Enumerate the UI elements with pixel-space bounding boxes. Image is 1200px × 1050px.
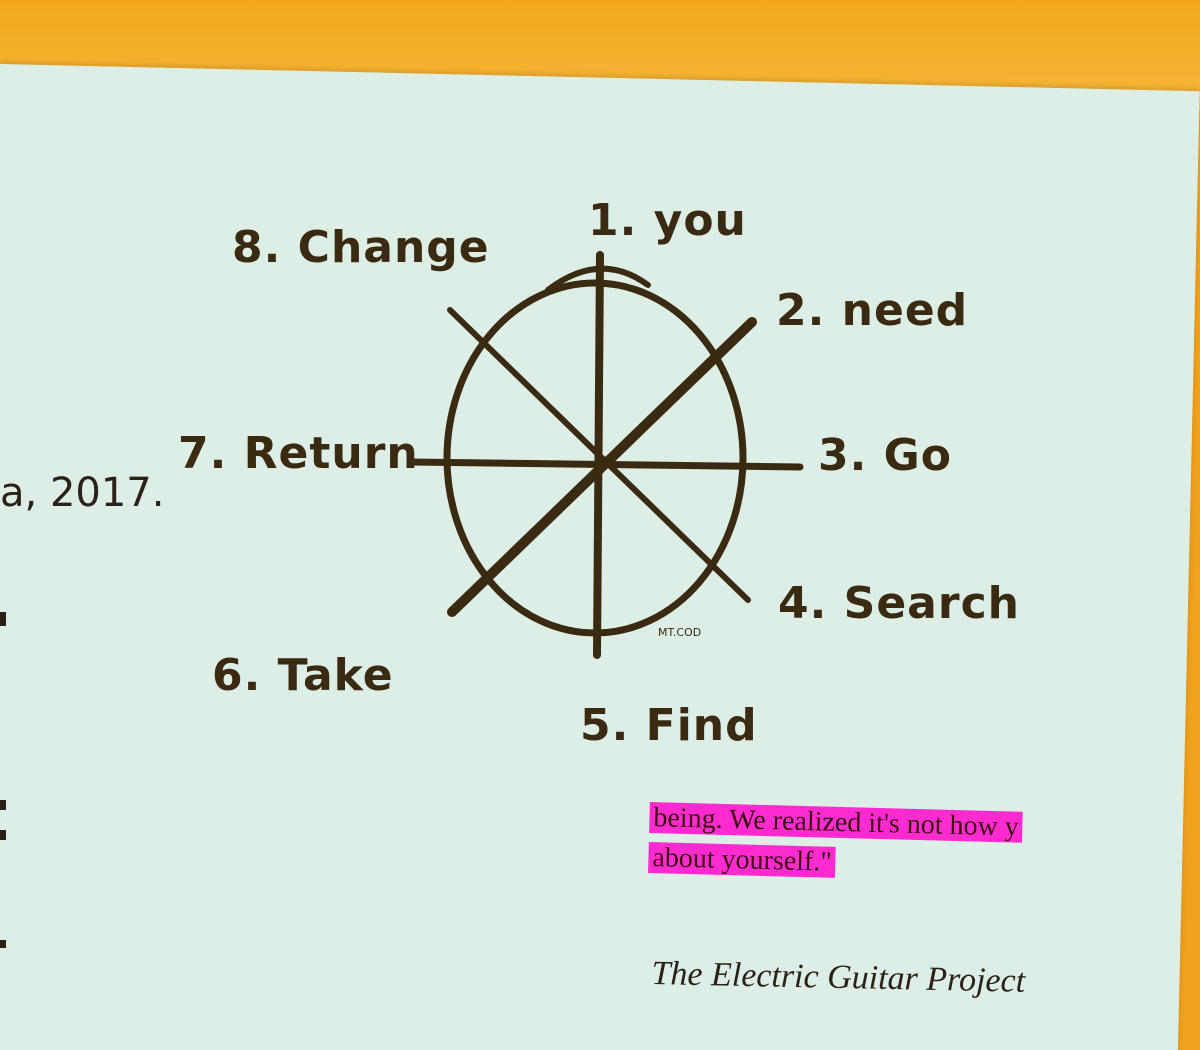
quote-line-1: being. We realized it's not how y: [649, 801, 1024, 843]
spoke-label-1: 1. you: [588, 195, 747, 246]
spoke-diagonal-down: [447, 307, 751, 603]
quote-line-2: about yourself.": [648, 841, 837, 878]
highlighted-quote: being. We realized it's not how y about …: [648, 798, 1200, 894]
book-title: The Electric Guitar Project: [651, 955, 1026, 1000]
spoke-label-8: 8. Change: [232, 222, 490, 273]
spoke-label-2: 2. need: [776, 285, 968, 336]
spoke-label-3: 3. Go: [818, 430, 952, 481]
spoke-diagonal-up: [447, 317, 757, 617]
small-stamp-mark: MT.COD: [658, 626, 701, 639]
date-fragment: a, 2017.: [0, 470, 165, 516]
spoke-label-5: 5. Find: [580, 700, 758, 751]
spoke-label-4: 4. Search: [778, 578, 1020, 629]
spoke-label-6: 6. Take: [212, 650, 394, 701]
spoke-label-7: 7. Return: [178, 428, 419, 479]
